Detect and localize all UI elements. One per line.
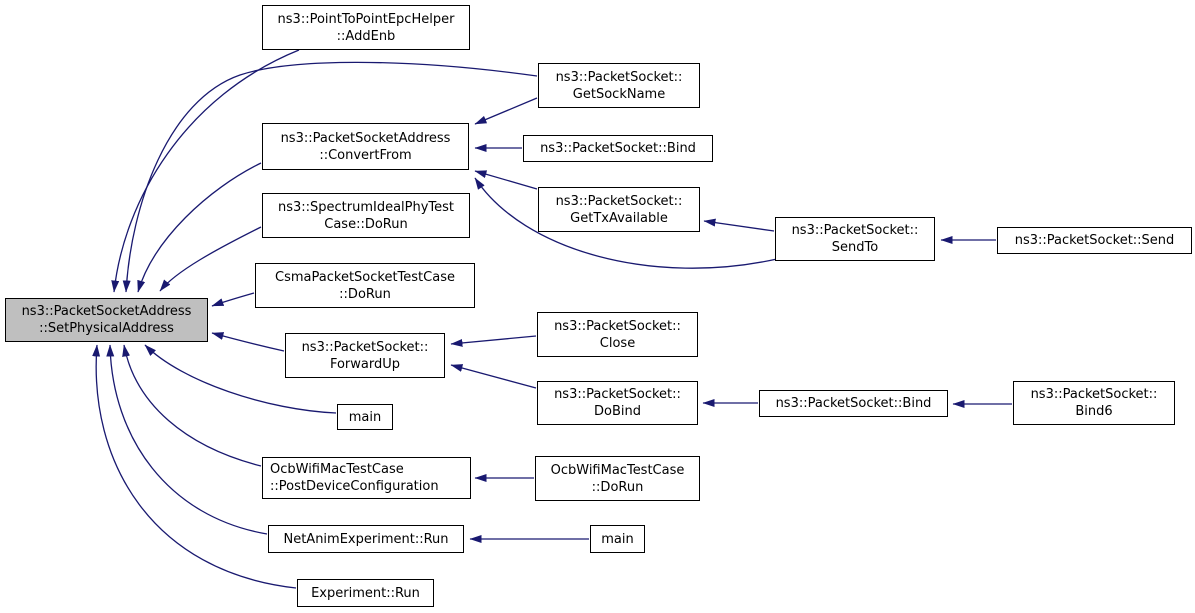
node-label: GetSockName: [572, 86, 666, 102]
node-send[interactable]: ns3::PacketSocket::Send: [997, 227, 1192, 254]
node-label: ::DoRun: [339, 286, 391, 302]
edge-getsockname-to-convertfrom: [474, 97, 538, 125]
edge-convertfrom-to-setphysicaladdress: [137, 162, 262, 293]
edge-close-to-forwardup: [450, 335, 537, 347]
node-label: ::PostDeviceConfiguration: [270, 479, 439, 494]
node-bind6[interactable]: ns3::PacketSocket:: Bind6: [1013, 381, 1175, 425]
node-convertfrom[interactable]: ns3::PacketSocketAddress ::ConvertFrom: [262, 123, 469, 170]
node-label: NetAnimExperiment::Run: [283, 531, 449, 547]
node-label: ::AddEnb: [336, 28, 396, 44]
edge-forwardup-to-setphysicaladdress: [211, 332, 285, 352]
edge-csmadorun-to-setphysicaladdress: [211, 292, 255, 307]
node-bind-top[interactable]: ns3::PacketSocket::Bind: [523, 135, 713, 162]
node-gettxavailable[interactable]: ns3::PacketSocket:: GetTxAvailable: [538, 187, 700, 232]
edge-addenb-to-setphysicaladdress: [111, 49, 300, 293]
edge-dobind-to-forwardup: [450, 364, 537, 389]
node-sendto[interactable]: ns3::PacketSocket:: SendTo: [775, 217, 935, 261]
node-label: ns3::PointToPointEpcHelper: [277, 11, 455, 27]
edge-netanimrun-to-setphysicaladdress: [106, 344, 268, 535]
node-label: ns3::PacketSocket::: [1030, 387, 1158, 402]
node-csmadorun[interactable]: CsmaPacketSocketTestCase ::DoRun: [255, 263, 475, 308]
node-label: GetTxAvailable: [570, 210, 668, 226]
node-label: ns3::PacketSocket::: [555, 193, 683, 209]
node-addenb[interactable]: ns3::PointToPointEpcHelper ::AddEnb: [262, 5, 470, 50]
node-label: ns3::PacketSocket::: [554, 387, 681, 402]
node-label: DoBind: [594, 404, 641, 419]
node-label: OcbWifiMacTestCase: [550, 462, 685, 478]
node-label: ns3::PacketSocket::: [554, 318, 681, 334]
edge-gettxavailable-to-convertfrom: [474, 170, 538, 190]
node-label: ns3::SpectrumIdealPhyTest: [277, 199, 455, 215]
node-label: main: [601, 531, 634, 547]
node-label: ForwardUp: [329, 356, 401, 372]
node-label: ns3::PacketSocket::: [791, 223, 919, 238]
node-label: Close: [599, 335, 636, 351]
node-ocbdorun[interactable]: OcbWifiMacTestCase ::DoRun: [535, 456, 700, 501]
edge-main1-to-setphysicaladdress: [144, 344, 337, 414]
node-label: OcbWifiMacTestCase: [270, 462, 404, 477]
node-label: ns3::PacketSocket::Bind: [540, 141, 696, 156]
node-label: main: [348, 409, 382, 425]
node-label: ns3::PacketSocketAddress: [280, 130, 451, 146]
node-experimentrun[interactable]: Experiment::Run: [297, 579, 434, 607]
node-setphysicaladdress: ns3::PacketSocketAddress ::SetPhysicalAd…: [5, 298, 208, 342]
node-close[interactable]: ns3::PacketSocket:: Close: [537, 312, 698, 357]
edge-experimentrun-to-setphysicaladdress: [92, 344, 297, 589]
node-label: SendTo: [831, 240, 879, 255]
edge-getsockname-to-setphysicaladdress: [122, 61, 538, 293]
node-label: Experiment::Run: [311, 585, 420, 601]
node-dobind[interactable]: ns3::PacketSocket:: DoBind: [537, 381, 698, 425]
edge-sendto-to-convertfrom: [474, 177, 778, 269]
node-forwardup[interactable]: ns3::PacketSocket:: ForwardUp: [285, 333, 445, 378]
edge-ocbpostdevice-to-setphysicaladdress: [122, 344, 262, 467]
node-label: Case::DoRun: [324, 216, 408, 232]
node-main-bottom[interactable]: main: [590, 525, 645, 553]
node-label: ns3::PacketSocketAddress: [21, 304, 192, 319]
node-main-top[interactable]: main: [337, 404, 393, 430]
node-bind-mid[interactable]: ns3::PacketSocket::Bind: [759, 390, 948, 417]
node-label: ::ConvertFrom: [319, 147, 412, 163]
node-label: ns3::PacketSocket::Bind: [775, 396, 932, 411]
node-label: ::SetPhysicalAddress: [39, 321, 174, 336]
node-ocbpostdevice[interactable]: OcbWifiMacTestCase ::PostDeviceConfigura…: [262, 457, 471, 499]
node-netanimrun[interactable]: NetAnimExperiment::Run: [268, 525, 464, 553]
node-label: Bind6: [1075, 404, 1113, 419]
edge-spectrumdorun-to-setphysicaladdress: [159, 226, 262, 292]
node-getsockname[interactable]: ns3::PacketSocket:: GetSockName: [538, 63, 700, 108]
node-label: ns3::PacketSocket::: [555, 69, 683, 85]
node-label: ::DoRun: [591, 479, 644, 495]
node-spectrumdorun[interactable]: ns3::SpectrumIdealPhyTest Case::DoRun: [262, 193, 470, 238]
node-label: CsmaPacketSocketTestCase: [275, 269, 455, 285]
node-label: ns3::PacketSocket::: [301, 339, 429, 355]
node-label: ns3::PacketSocket::Send: [1014, 233, 1175, 248]
edge-sendto-to-gettxavailable: [703, 218, 775, 232]
